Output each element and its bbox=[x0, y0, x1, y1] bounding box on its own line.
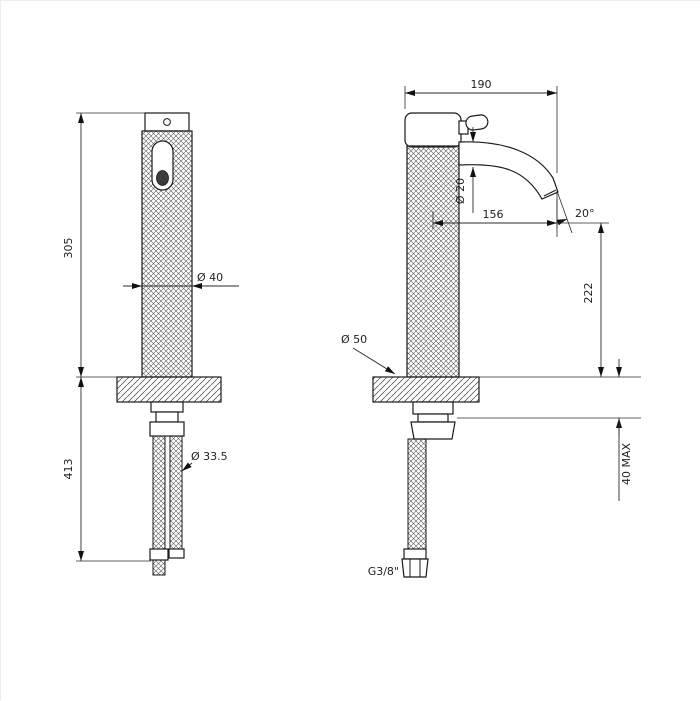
dim-413: 413 bbox=[62, 377, 151, 562]
side-lever bbox=[465, 114, 489, 131]
side-shank-thread bbox=[417, 413, 449, 423]
dim-label-40-max: 40 MAX bbox=[620, 443, 633, 486]
dim-dia20: Ø 20 bbox=[454, 127, 476, 213]
side-spout bbox=[458, 141, 559, 200]
front-shank-thread bbox=[155, 411, 179, 423]
dim-label-156: 156 bbox=[483, 208, 504, 221]
side-body bbox=[406, 145, 460, 378]
front-supply-hose-left bbox=[152, 435, 166, 550]
side-hose-hex-nut bbox=[401, 558, 429, 578]
dim-label-413: 413 bbox=[62, 459, 75, 480]
front-hose-fitting bbox=[149, 548, 169, 561]
front-cap-hole bbox=[163, 118, 171, 126]
dim-label-305: 305 bbox=[62, 238, 75, 259]
dim-label-thread: G3/8" bbox=[368, 565, 399, 578]
side-shank bbox=[412, 401, 454, 415]
front-handle-cap bbox=[144, 112, 190, 132]
dim-190: 190 bbox=[404, 78, 558, 173]
side-supply-hose bbox=[407, 438, 427, 550]
dim-label-dia33-5: Ø 33.5 bbox=[191, 450, 228, 463]
side-spout-aerator-line bbox=[543, 189, 557, 197]
front-hose-fitting-tip bbox=[152, 559, 166, 576]
side-view: 190 Ø 20 156 20° 222 bbox=[341, 78, 641, 578]
dim-angle-20: 20° bbox=[556, 190, 595, 237]
front-aerator bbox=[156, 170, 169, 186]
dim-40-max: 40 MAX bbox=[457, 359, 641, 501]
front-shank bbox=[150, 401, 184, 413]
front-hose-fitting-2 bbox=[168, 548, 185, 559]
dim-label-dia40: Ø 40 bbox=[197, 271, 223, 284]
dim-label-angle-20: 20° bbox=[575, 207, 595, 220]
front-deck-flange bbox=[116, 376, 222, 403]
dim-thread-g38: G3/8" bbox=[368, 565, 399, 578]
side-head bbox=[404, 112, 462, 148]
side-mounting-nut bbox=[410, 421, 456, 440]
front-view: 305 413 Ø 40 Ø 33.5 bbox=[62, 112, 239, 576]
dim-label-222: 222 bbox=[582, 283, 595, 304]
dim-dia50: Ø 50 bbox=[341, 333, 396, 375]
side-deck-flange bbox=[372, 376, 480, 403]
front-mounting-nut bbox=[149, 421, 185, 437]
front-supply-hose-right bbox=[169, 435, 183, 550]
dim-dia40: Ø 40 bbox=[123, 271, 239, 289]
dim-dia33-5: Ø 33.5 bbox=[181, 450, 228, 472]
dim-label-dia20: Ø 20 bbox=[454, 178, 467, 204]
dim-label-dia50: Ø 50 bbox=[341, 333, 367, 346]
dim-222: 222 bbox=[479, 222, 641, 378]
dim-label-190: 190 bbox=[471, 78, 492, 91]
side-hose-fitting bbox=[403, 548, 427, 560]
